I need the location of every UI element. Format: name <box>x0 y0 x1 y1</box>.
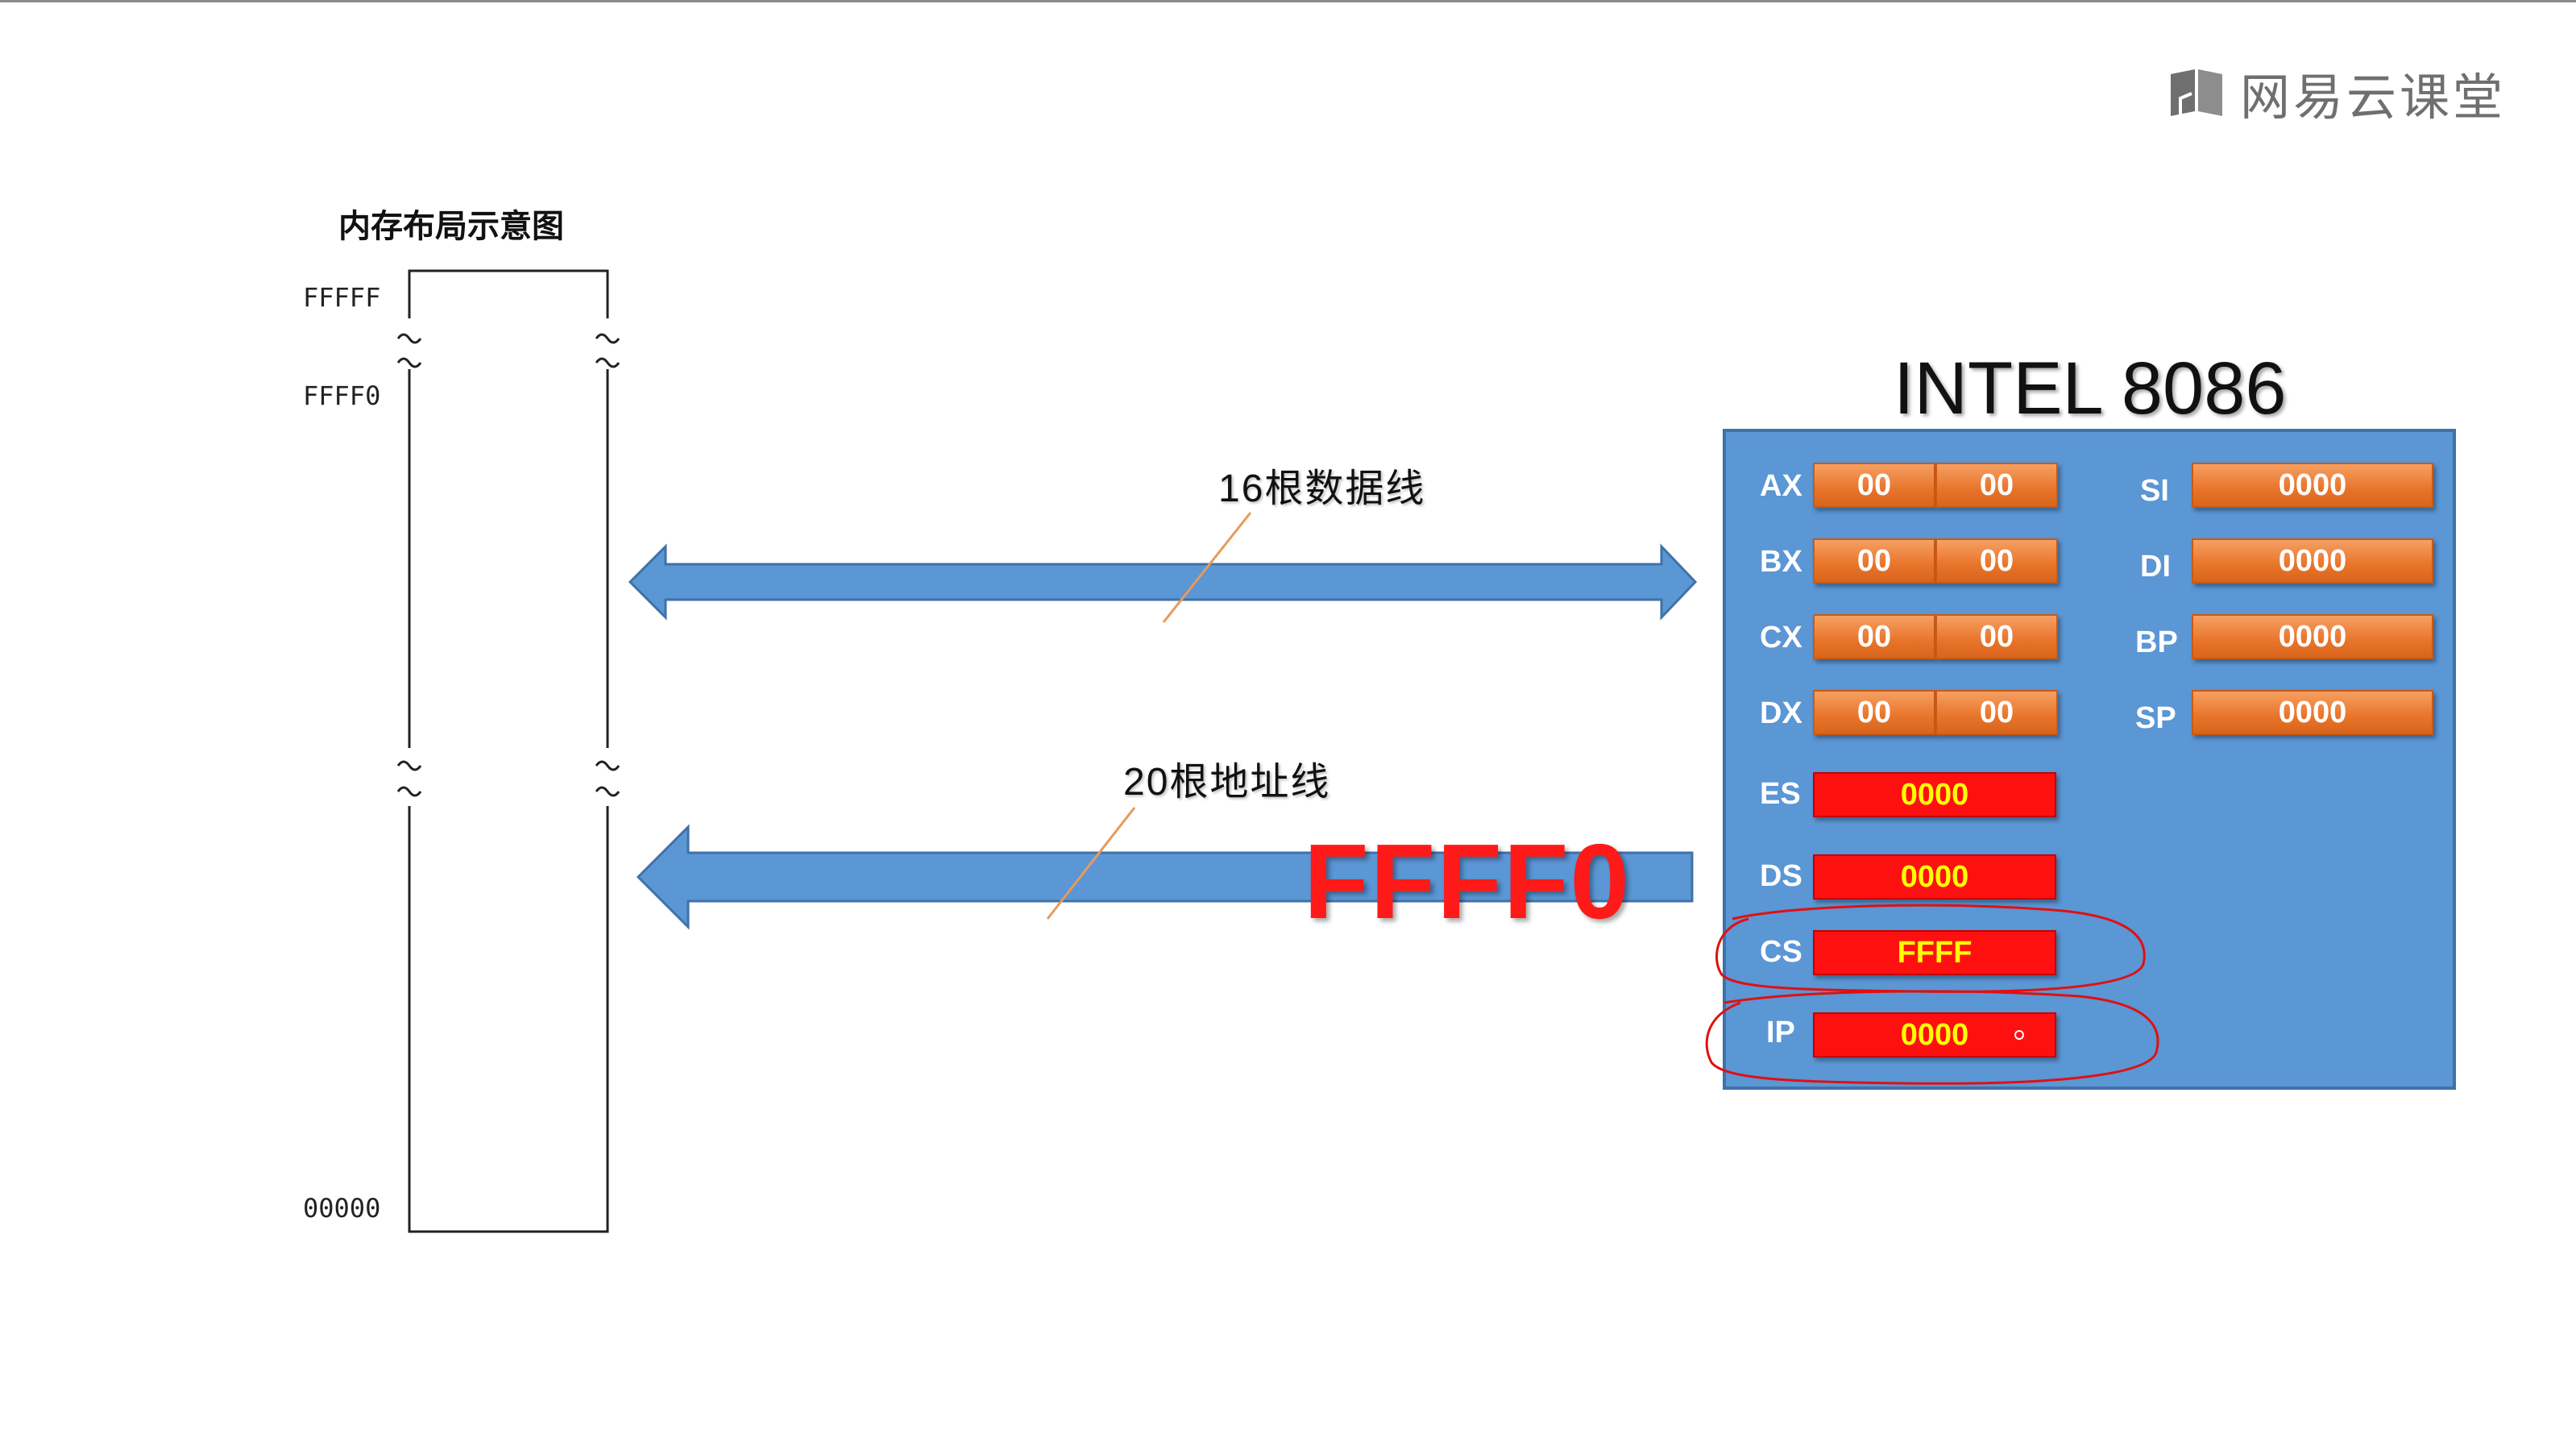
memory-layout-title: 内存布局示意图 <box>338 207 564 245</box>
cpu-title: INTEL 8086 <box>1894 347 2287 430</box>
cursor-dot <box>2014 1030 2024 1040</box>
register-si-value: 0000 <box>2192 463 2433 508</box>
register-bp-value: 0000 <box>2192 614 2433 659</box>
register-di-value: 0000 <box>2192 538 2433 584</box>
top-border <box>0 0 2576 2</box>
address-bottom-label: 00000 <box>303 1193 381 1224</box>
book-icon <box>2171 69 2222 116</box>
register-label-ip: IP <box>1766 1016 1795 1049</box>
register-label-es: ES <box>1760 777 1801 811</box>
data-bus-arrow <box>628 543 1698 621</box>
register-label-sp: SP <box>2135 701 2176 735</box>
register-label-ax: AX <box>1760 469 1802 503</box>
register-label-bp: BP <box>2135 625 2178 659</box>
address-bus-arrow <box>636 824 1694 930</box>
register-label-si: SI <box>2140 474 2169 508</box>
register-dx-high: 00 <box>1813 690 1935 735</box>
register-cx-high: 00 <box>1813 614 1935 659</box>
memory-break-marks <box>396 333 620 797</box>
register-bx-low: 00 <box>1935 538 2058 584</box>
address-bus-label: 20根地址线 <box>1123 761 1331 804</box>
address-bus-pointer-line <box>1046 807 1136 920</box>
register-label-cs: CS <box>1760 935 1802 969</box>
register-ds-value: 0000 <box>1813 854 2056 900</box>
register-label-dx: DX <box>1760 696 1802 730</box>
register-cs-value: FFFF <box>1813 930 2056 975</box>
data-bus-pointer-line <box>1162 512 1252 623</box>
logo-text: 网易云课堂 <box>2240 68 2507 127</box>
memory-column <box>408 269 609 1233</box>
register-label-bx: BX <box>1760 545 1802 579</box>
ip-highlight-circle <box>1705 990 2159 1085</box>
physical-address-value: FFFF0 <box>1304 822 1631 941</box>
register-cx-low: 00 <box>1935 614 2058 659</box>
register-label-ds: DS <box>1760 859 1802 893</box>
register-bx-high: 00 <box>1813 538 1935 584</box>
cs-highlight-circle <box>1715 904 2146 993</box>
register-sp-value: 0000 <box>2192 690 2433 735</box>
register-ax-high: 00 <box>1813 463 1935 508</box>
address-top-label: FFFFF <box>303 282 381 313</box>
register-dx-low: 00 <box>1935 690 2058 735</box>
register-ax-low: 00 <box>1935 463 2058 508</box>
register-label-cx: CX <box>1760 621 1802 654</box>
register-es-value: 0000 <box>1813 772 2056 817</box>
address-reset-label: FFFF0 <box>303 380 381 411</box>
netease-cloud-classroom-logo: 网易云课堂 <box>2167 56 2506 129</box>
register-label-di: DI <box>2140 550 2171 584</box>
data-bus-label: 16根数据线 <box>1218 467 1426 510</box>
